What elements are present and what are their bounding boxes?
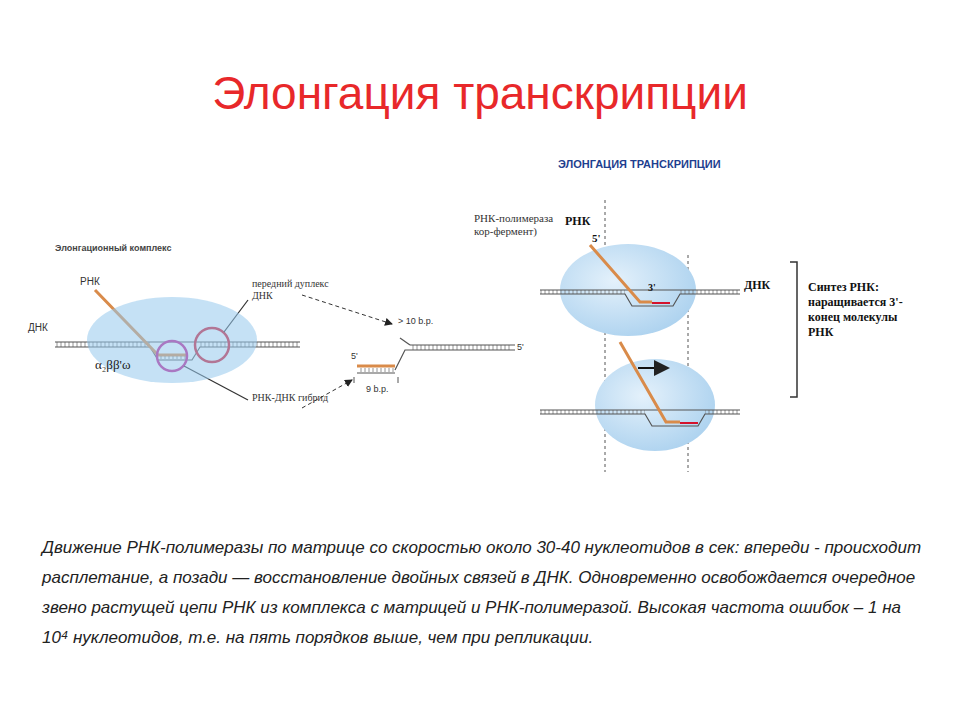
diagram-label: ЭЛОНГАЦИЯ ТРАНСКРИПЦИИ: [558, 158, 721, 171]
progress-arrow: [638, 367, 668, 369]
diagram-label: 5': [592, 232, 601, 245]
diagram-label: РНК: [565, 214, 590, 228]
slide-title: Элонгация транскрипции: [0, 66, 960, 120]
polymerase-complex: α₂ββ'ω: [87, 297, 257, 383]
subunit-label: α₂ββ'ω: [95, 357, 130, 373]
diagram-label: передний дуплекс ДНК: [252, 278, 330, 301]
diagram-label: РНК-полимераза кор-фермент): [474, 212, 556, 237]
diagram-label: ДНК: [744, 278, 770, 292]
rna-strand-right: [590, 245, 698, 423]
diagram-label: 3': [648, 282, 656, 294]
diagram-label: РНК-ДНК гибрид: [252, 392, 330, 404]
diagram-label: ДНК: [28, 322, 48, 334]
dna-duplex-right: [540, 290, 740, 426]
diagram-label: 5': [351, 351, 358, 362]
diagram-label: Синтез РНК: наращивается 3'- конец молек…: [808, 280, 916, 340]
zoom-arrow: [302, 295, 392, 324]
diagram-label: > 10 b.p.: [398, 316, 433, 327]
diagram-label: 5': [517, 342, 524, 353]
guide-line: [605, 200, 606, 472]
diagram-label: РНК: [80, 276, 100, 288]
diagram-label: 9 b.p.: [366, 384, 389, 395]
bracket: [790, 262, 797, 397]
zoom-detail: [354, 338, 515, 383]
caption: Движение РНК-полимеразы по матрице со ск…: [42, 533, 922, 653]
diagram-label: Элонгационный комплекс: [55, 243, 171, 254]
